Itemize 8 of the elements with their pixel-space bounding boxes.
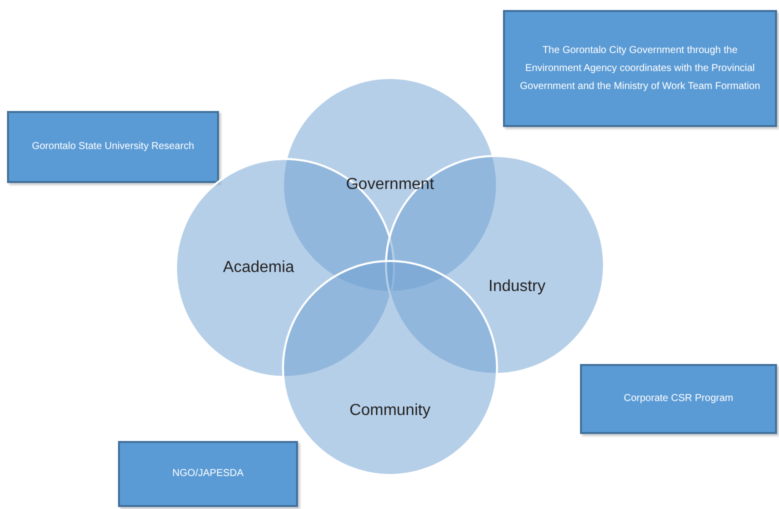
circle-label: Government (346, 176, 434, 194)
circle-label: Academia (223, 259, 294, 277)
text-box: NGO/JAPESDA (118, 441, 298, 507)
text-box: The Gorontalo City Government through the Environment Agency coordinates with the Provincial Government and the Ministry of Work Team Formation (503, 10, 777, 127)
text-box: Gorontalo State University Research (7, 111, 219, 183)
circle-label: Community (350, 402, 430, 420)
text-box: Corporate CSR Program (580, 364, 777, 434)
circle-label: Industry (488, 278, 546, 296)
